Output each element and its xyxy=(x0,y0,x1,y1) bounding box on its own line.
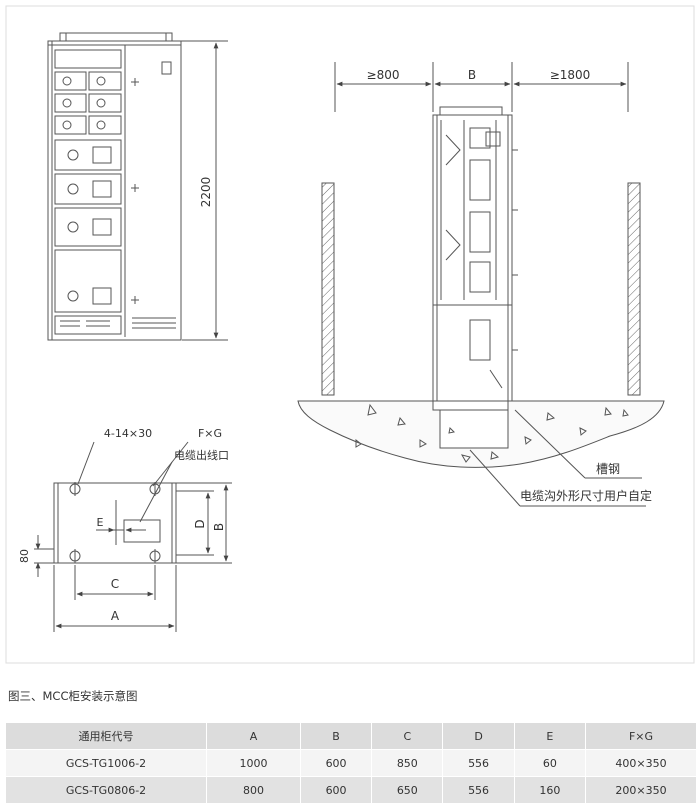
table-row: GCS-TG1006-2 1000 600 850 556 60 400×350 xyxy=(6,749,696,777)
holes-label: 4-14×30 xyxy=(104,427,152,440)
table-cell: 800 xyxy=(206,776,301,804)
dimension-table: 通用柜代号 A B C D E F×G GCS-TG1006-2 1000 60… xyxy=(6,723,696,804)
trench-note-label: 电缆沟外形尺寸用户自定 xyxy=(520,488,652,503)
column-header: E xyxy=(514,723,587,750)
cabinet-side-section xyxy=(432,106,518,402)
column-header: C xyxy=(371,723,444,750)
cable-opening-label: 电缆出线口 xyxy=(174,448,229,462)
dim-c-label: C xyxy=(111,577,119,591)
table-cell: GCS-TG1006-2 xyxy=(6,749,207,777)
cabinet-front-view xyxy=(47,32,182,341)
figure-caption: 图三、MCC柜安装示意图 xyxy=(8,689,138,703)
table-row: GCS-TG0806-2 800 600 650 556 160 200×350 xyxy=(6,776,696,804)
dim-d-label: D xyxy=(193,519,207,528)
dim-b-label: B xyxy=(212,523,226,531)
dim-80-label: 80 xyxy=(18,549,31,563)
rear-clearance-label: ≥1800 xyxy=(550,68,591,82)
table-cell: 600 xyxy=(300,749,373,777)
dim-e-label: E xyxy=(97,516,104,529)
clearance-dimensions xyxy=(334,62,629,112)
depth-label: B xyxy=(468,68,476,82)
installation-drawing: 2200 ≥800 B ≥1800 xyxy=(5,5,695,664)
table-cell: 556 xyxy=(442,776,515,804)
table-cell: GCS-TG0806-2 xyxy=(6,776,207,804)
column-header: D xyxy=(442,723,515,750)
table-header-row: 通用柜代号 A B C D E F×G xyxy=(6,723,696,750)
callout-leaders xyxy=(469,409,646,507)
table-cell: 600 xyxy=(300,776,373,804)
cable-opening-size-label: F×G xyxy=(198,427,222,440)
front-clearance-label: ≥800 xyxy=(367,68,400,82)
drawing-frame xyxy=(5,5,695,664)
column-header: F×G xyxy=(628,729,654,743)
table-cell: 556 xyxy=(442,749,515,777)
height-dimension xyxy=(180,40,228,341)
base-plan-view xyxy=(53,441,189,564)
column-header: A xyxy=(206,723,301,750)
height-dimension-label: 2200 xyxy=(199,177,213,208)
column-header: B xyxy=(300,723,373,750)
column-header: 通用柜代号 xyxy=(6,723,207,750)
table-cell: 850 xyxy=(371,749,444,777)
concrete-aggregate xyxy=(355,403,629,463)
table-cell: 200×350 xyxy=(615,783,667,797)
table-cell: 160 xyxy=(514,776,587,804)
dim-a-label: A xyxy=(111,609,120,623)
channel-steel-label: 槽钢 xyxy=(596,462,620,476)
table-cell: 1000 xyxy=(206,749,301,777)
table-cell: 650 xyxy=(371,776,444,804)
plan-dimensions xyxy=(34,482,232,632)
left-wall xyxy=(321,182,335,396)
concrete-foundation xyxy=(297,400,665,468)
table-cell: 400×350 xyxy=(615,756,667,770)
right-wall xyxy=(627,182,641,396)
table-cell: 60 xyxy=(514,749,587,777)
